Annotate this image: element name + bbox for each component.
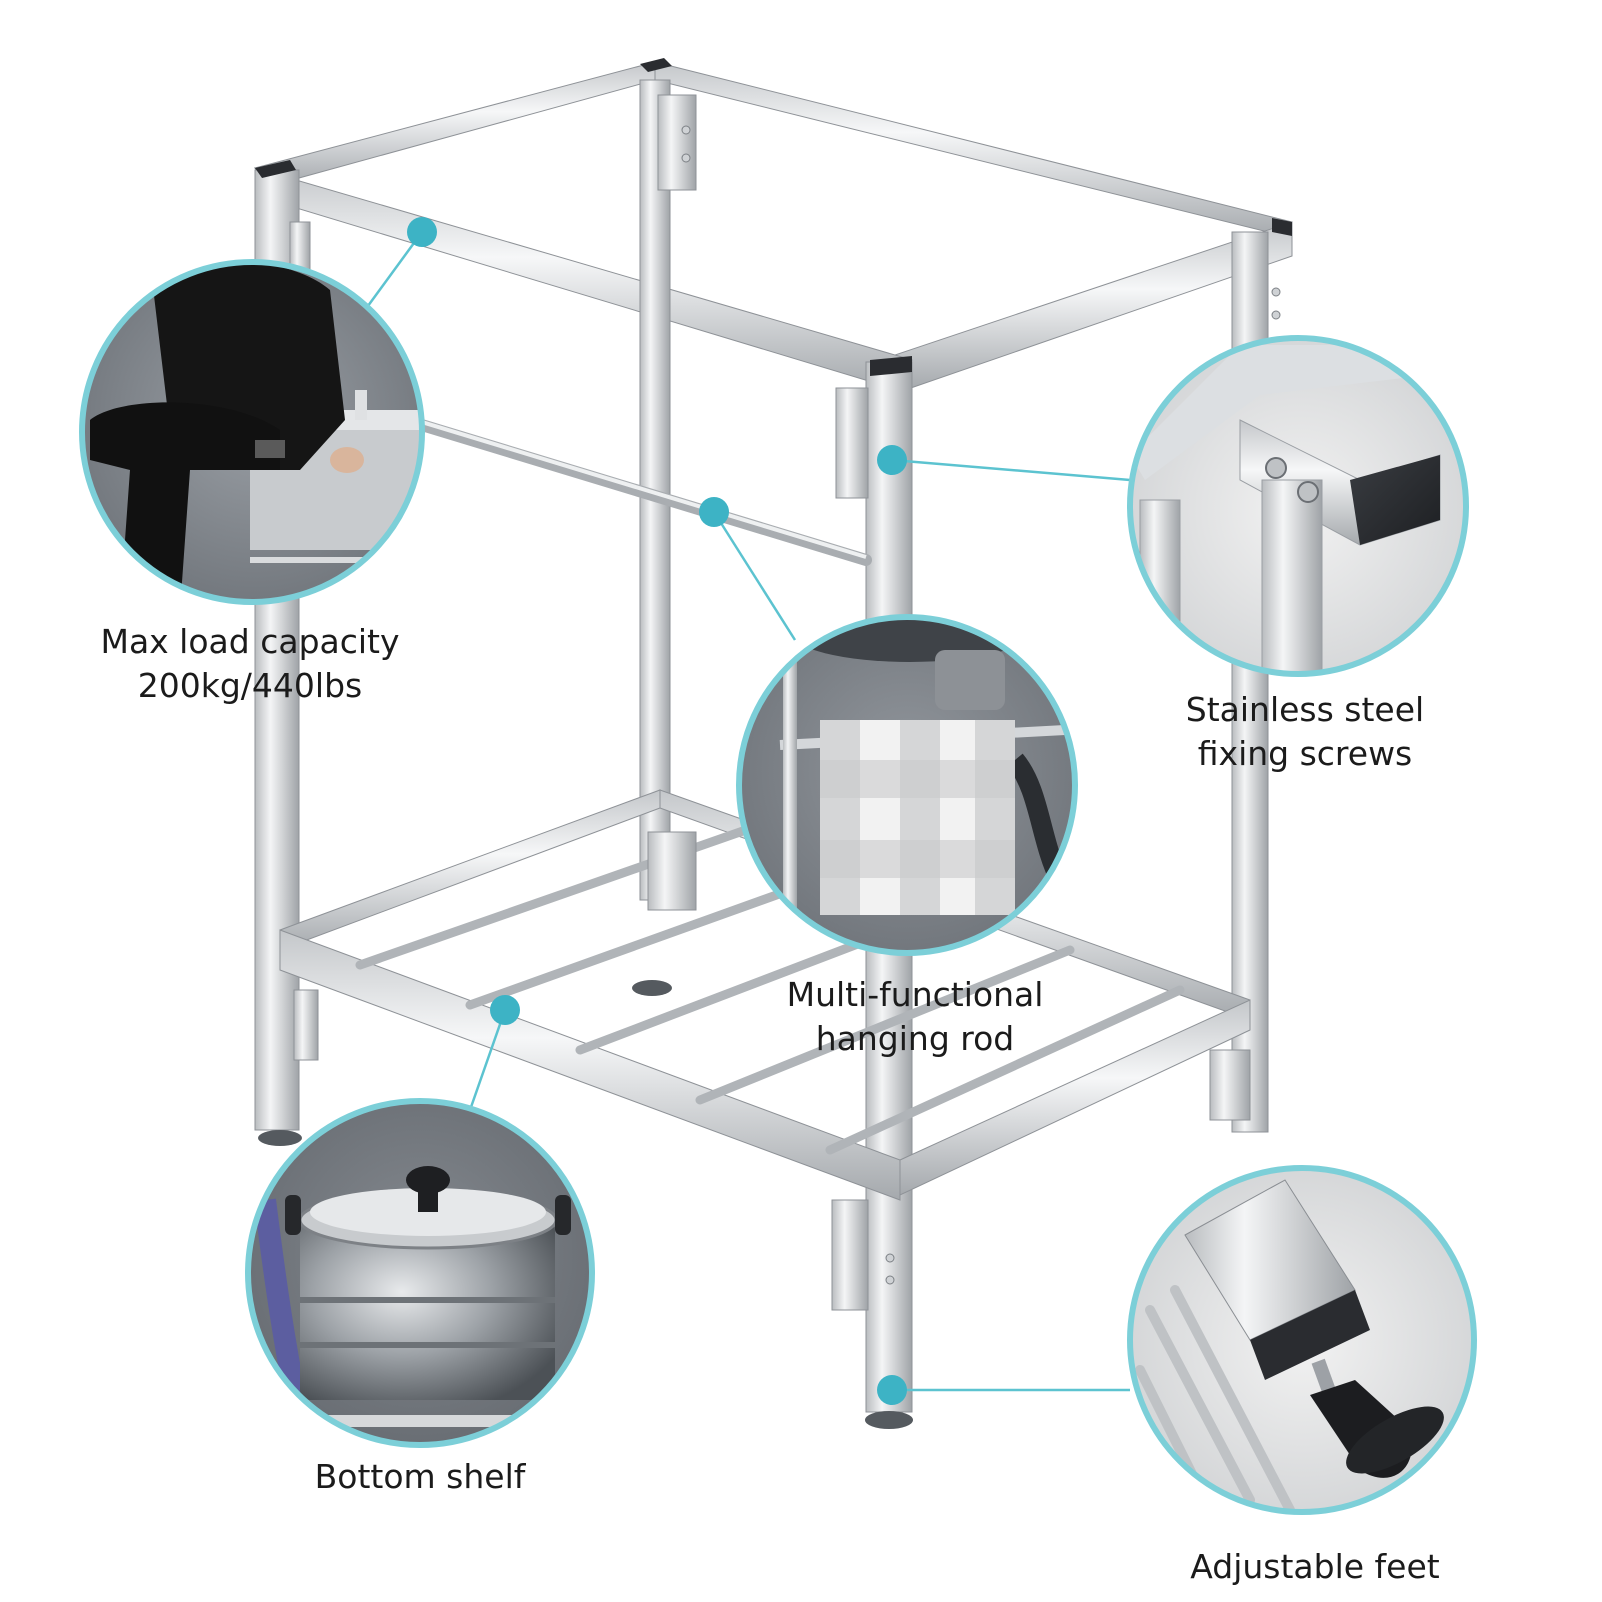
callout-dots [407,217,907,1405]
load-dot [407,217,437,247]
bottom-shelf-label: Bottom shelf [300,1455,540,1499]
shelf-rail-right [899,999,1251,1196]
bracket-lower-back [647,831,697,911]
bottom-shelf-line1: Bottom shelf [314,1457,526,1496]
top-rail-left [254,61,656,187]
person-sitting-on-sink-photo [79,259,425,605]
cap-back-center [640,58,672,72]
rod-connector [712,511,797,641]
adjustable-feet-label: Adjustable feet [1180,1545,1450,1589]
checked-towel [820,720,1015,915]
load-capacity-line1: Max load capacity [100,622,400,661]
steamer-pot-photo [245,1098,595,1448]
towel-on-rod-photo [736,614,1078,956]
cap-front-right [870,356,912,376]
foot-back-center [632,980,672,996]
feet-dot [877,1375,907,1405]
bracket-lower-right [831,1199,869,1311]
hanging-rod-line1: Multi-functional [786,975,1044,1014]
adjustable-foot-photo [1127,1165,1477,1515]
cap-back-left [255,160,296,178]
bracket-right [835,387,869,499]
shelf-dot [490,995,520,1025]
foot-front-right [865,1411,913,1429]
load-connector [363,231,424,311]
bracket-back [657,94,697,191]
bracket-lower-left [293,989,319,1061]
adjustable-feet-line1: Adjustable feet [1190,1547,1440,1586]
screws-connector [891,458,1131,482]
hanging-rod-label: Multi-functional hanging rod [770,973,1060,1061]
fixing-screws-label: Stainless steel fixing screws [1170,688,1440,776]
load-capacity-label: Max load capacity 200kg/440lbs [95,620,405,708]
shelf-connector [468,1009,507,1111]
callout-connectors [363,231,1131,1392]
top-rail-back [654,61,1293,239]
hanging-rod-line2: hanging rod [815,1019,1015,1058]
cap-back-right [1272,218,1292,236]
foot-front-left [258,1130,302,1146]
shelf-rail-front [279,929,901,1201]
rod-dot [699,497,729,527]
frame-corner-screw-photo [1127,335,1469,677]
screws-dot [877,445,907,475]
fixing-screws-line2: fixing screws [1197,734,1413,773]
load-capacity-line2: 200kg/440lbs [137,666,363,705]
fixing-screws-line1: Stainless steel [1185,690,1425,729]
bracket-lower-back-right [1209,1049,1251,1121]
